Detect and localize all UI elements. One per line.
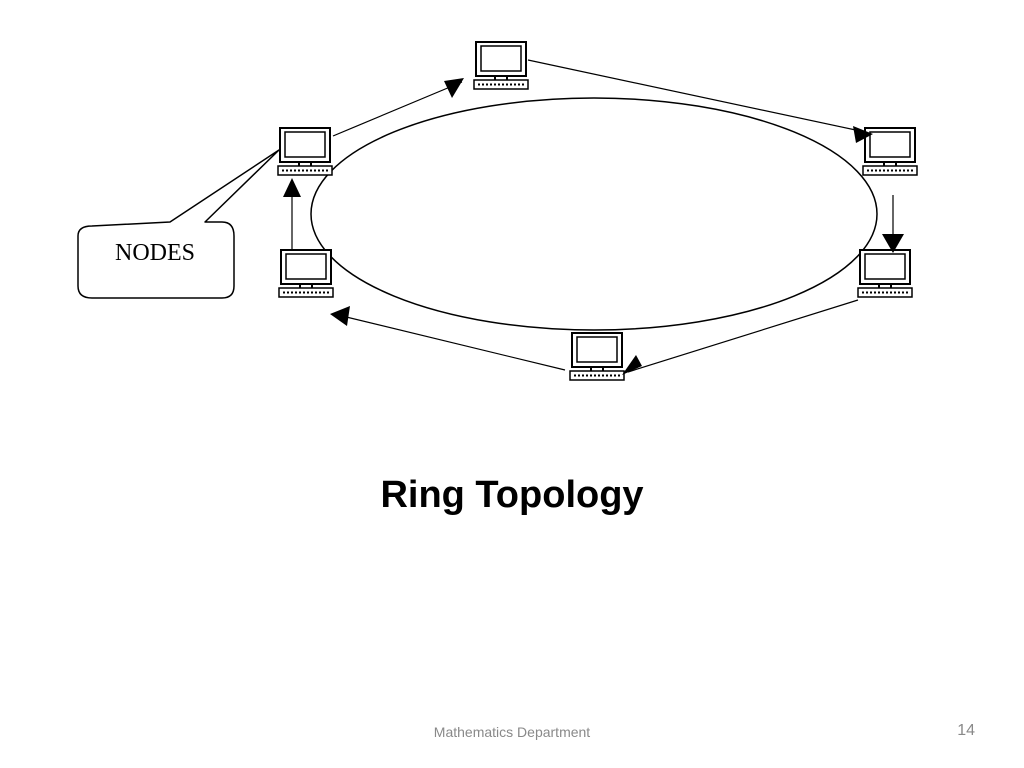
arrowhead-to-bottom-right: [882, 234, 904, 253]
arrowhead-to-top-right: [853, 126, 873, 143]
link-top-to-top-right: [527, 59, 866, 133]
link-bottom-to-bottom-left: [337, 314, 566, 371]
node-bottom: [569, 332, 625, 381]
slide-title: Ring Topology: [380, 474, 644, 516]
node-top: [473, 41, 529, 90]
slide-number: 14: [957, 722, 975, 739]
link-bottom-right-to-bottom: [627, 299, 859, 373]
arrowhead-to-top-left: [283, 178, 301, 197]
node-top-right: [862, 127, 918, 176]
footer-text: Mathematics Department: [433, 724, 591, 740]
node-bottom-left: [278, 249, 334, 298]
node-top-left: [277, 127, 333, 176]
arrowhead-to-bottom: [622, 355, 642, 375]
arrowhead-to-top: [444, 78, 464, 98]
nodes-callout: [77, 149, 280, 299]
arrowhead-to-bottom-left: [330, 306, 350, 326]
link-top-left-to-top: [332, 81, 463, 137]
node-bottom-right: [857, 249, 913, 298]
ring-ellipse: [310, 97, 878, 331]
callout-label: NODES: [115, 240, 195, 266]
